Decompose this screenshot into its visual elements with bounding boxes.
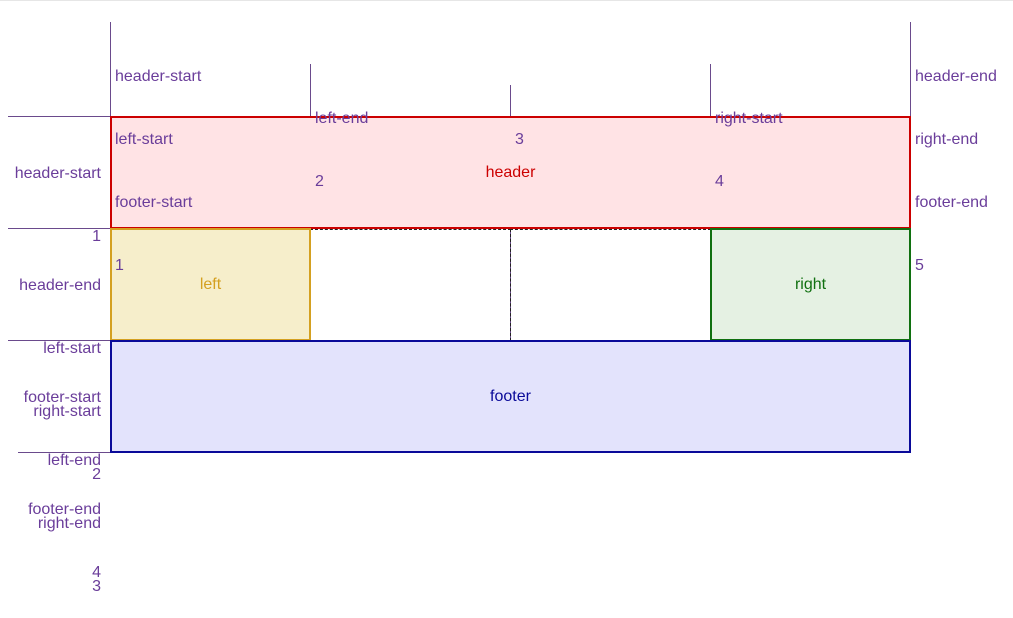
column-line-5-label: header-end right-end footer-end 5 <box>915 24 997 297</box>
line-number: 4 <box>715 173 724 190</box>
line-number: 1 <box>115 257 124 274</box>
line-name: header-end <box>19 277 101 294</box>
line-name: left-start <box>43 340 101 357</box>
line-number: 2 <box>92 466 101 483</box>
row-line-1-label: header-start 1 <box>15 121 101 268</box>
column-line-4-label: right-start 4 <box>715 66 783 213</box>
line-number: 5 <box>915 257 924 274</box>
row-line-2-label: header-end left-start right-start 2 <box>19 233 101 506</box>
line-name: footer-end <box>28 501 101 518</box>
line-number: 4 <box>92 564 101 581</box>
empty-grid-cell <box>310 229 511 341</box>
line-name: left-end <box>315 110 369 127</box>
column-line-1-label: header-start left-start footer-start 1 <box>115 24 201 297</box>
column-line-2-label: left-end 2 <box>315 66 368 213</box>
line-name: header-start <box>14 165 101 182</box>
line-name: footer-start <box>23 389 101 406</box>
left-area-label: left <box>199 275 222 293</box>
row-line-4-label: footer-end 4 <box>28 457 101 604</box>
footer-area-label: footer <box>490 387 531 405</box>
page-top-border <box>0 0 1013 1</box>
line-name: footer-start <box>115 194 193 211</box>
line-name: footer-end <box>915 194 988 211</box>
line-name: header-end <box>915 68 997 85</box>
line-name: left-start <box>115 131 173 148</box>
header-area-label: header <box>485 163 536 181</box>
left-area: left <box>110 228 311 341</box>
line-name: right-start <box>33 403 101 420</box>
line-number: 2 <box>315 173 324 190</box>
empty-grid-cell <box>510 229 711 341</box>
line-name: right-end <box>915 131 979 148</box>
column-line-3-label: 3 <box>515 87 524 171</box>
line-number: 1 <box>92 228 101 245</box>
line-name: right-start <box>715 110 783 127</box>
header-area: header <box>110 116 911 229</box>
footer-area: footer <box>110 340 911 453</box>
right-area: right <box>710 228 911 341</box>
line-name: header-start <box>115 68 202 85</box>
line-number: 3 <box>515 131 524 148</box>
right-area-label: right <box>794 275 827 293</box>
line-name: left-end <box>47 452 101 469</box>
